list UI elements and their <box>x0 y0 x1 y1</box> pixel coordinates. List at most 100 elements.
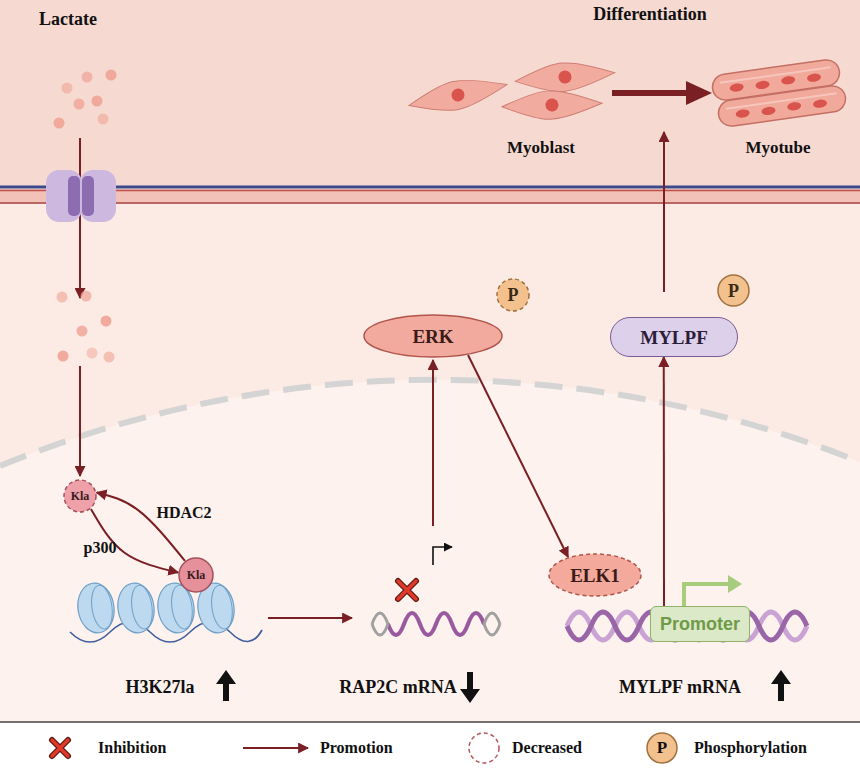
signal-arrow <box>432 360 434 526</box>
connector-arrow <box>468 355 568 557</box>
lactylation-circle: Kla <box>63 479 97 513</box>
myotube-nucleus <box>735 109 750 119</box>
histone <box>75 581 118 636</box>
cell-body <box>406 71 510 120</box>
lactate-dot <box>98 114 109 125</box>
enzyme-label: p300 <box>84 539 117 557</box>
node-label: Promoter <box>660 615 740 633</box>
nucleosomes <box>75 581 238 636</box>
transporter-core <box>82 176 94 216</box>
myotube-nucleus <box>781 75 796 85</box>
myotube-stripe <box>726 93 837 109</box>
lactate-dot <box>82 72 93 83</box>
phospho-circle: P <box>717 274 750 307</box>
cell-nucleus <box>545 98 558 111</box>
cell-nucleus <box>558 70 572 84</box>
differentiation-arrow <box>663 132 665 292</box>
text-label: Myotube <box>745 139 810 158</box>
node-label: P <box>728 282 739 300</box>
legend-inhibition-sample <box>52 740 68 756</box>
shape-fill <box>718 275 749 306</box>
legend-label: Inhibition <box>98 739 166 757</box>
histone <box>115 581 158 636</box>
histone-ring <box>209 584 235 630</box>
legend-area <box>0 722 860 782</box>
cell-body <box>502 89 603 121</box>
myotube <box>717 84 847 128</box>
lactate-dot <box>81 291 92 302</box>
myoblasts <box>406 58 616 120</box>
node-label: MYLPF <box>640 328 708 347</box>
differentiation-arrowhead <box>686 81 712 105</box>
promoter-arrowhead <box>728 575 742 593</box>
legend-inhibition-sample <box>52 740 68 756</box>
nucleus <box>0 380 860 722</box>
lactate-molecules <box>57 291 115 363</box>
node-label: Kla <box>187 569 206 581</box>
text-label: Differentiation <box>593 5 707 25</box>
text-label: RAP2C mRNA <box>339 678 456 698</box>
myoblast-cell <box>514 58 616 95</box>
phospho-circle: P <box>496 278 530 312</box>
lactylation-circle: Kla <box>178 557 214 593</box>
shape-fill <box>549 554 641 596</box>
myotube-nucleus <box>813 99 828 109</box>
myotube-nucleus <box>787 101 802 111</box>
lactate-dot <box>74 99 85 110</box>
transcription-factor: ELK1 <box>548 553 642 597</box>
myotube-nucleus <box>729 83 744 93</box>
promoter-arrow <box>684 584 730 606</box>
lactate-dot <box>54 118 65 129</box>
connector-arrow <box>663 357 665 606</box>
text-label: Lactate <box>39 10 97 30</box>
transporter-core <box>68 176 80 216</box>
legend-label: Promotion <box>320 739 393 757</box>
myotubes <box>711 58 847 128</box>
node-label: Kla <box>71 490 90 502</box>
nuclear-envelope <box>0 380 860 466</box>
inhibition-cross <box>398 581 416 599</box>
inhibition-mark <box>398 581 416 599</box>
lactate-dot <box>87 348 98 359</box>
lactate-dot <box>104 352 115 363</box>
legend-divider <box>0 721 860 723</box>
text-label: H3K27la <box>125 678 194 698</box>
inhibition-cross <box>398 581 416 599</box>
cytoplasm <box>0 186 860 722</box>
text-label: Myoblast <box>507 139 575 158</box>
lactate-dot <box>77 326 88 337</box>
lactate-dot <box>101 316 112 327</box>
histone-ring <box>89 584 115 630</box>
transporter-half <box>80 170 116 222</box>
promoter-box: Promoter <box>650 606 750 642</box>
mrna-strand <box>372 613 500 635</box>
enzyme-label: HDAC2 <box>156 504 211 522</box>
text-label: MYLPF mRNA <box>619 678 741 698</box>
membrane-line <box>0 190 860 192</box>
membrane-line <box>0 186 860 189</box>
decrease-arrow <box>460 672 480 703</box>
mrna-strand <box>388 613 484 635</box>
cell-body <box>514 58 616 95</box>
myotube-nucleus <box>755 80 770 90</box>
lactate-molecules <box>54 70 117 129</box>
node-label: ELK1 <box>570 566 620 585</box>
shape-fill <box>497 279 529 311</box>
kinase-ellipse: ERK <box>363 314 503 358</box>
shape-fill <box>64 480 96 512</box>
membrane-line <box>0 202 860 204</box>
node-label: ERK <box>412 327 453 346</box>
shape-fill <box>179 558 213 592</box>
transport-arrow <box>79 138 81 298</box>
lactate-dot <box>92 96 103 107</box>
lactate-transporter <box>46 170 116 222</box>
mrna-strand <box>372 613 500 635</box>
legend-label: Decreased <box>512 739 582 757</box>
myoblast-cell <box>502 89 603 121</box>
lactate-dot <box>57 292 68 303</box>
myotube-stripe <box>720 67 831 83</box>
uptake-arrow <box>79 366 81 476</box>
myotube-nucleus <box>761 106 776 116</box>
myotube-body <box>717 84 847 128</box>
